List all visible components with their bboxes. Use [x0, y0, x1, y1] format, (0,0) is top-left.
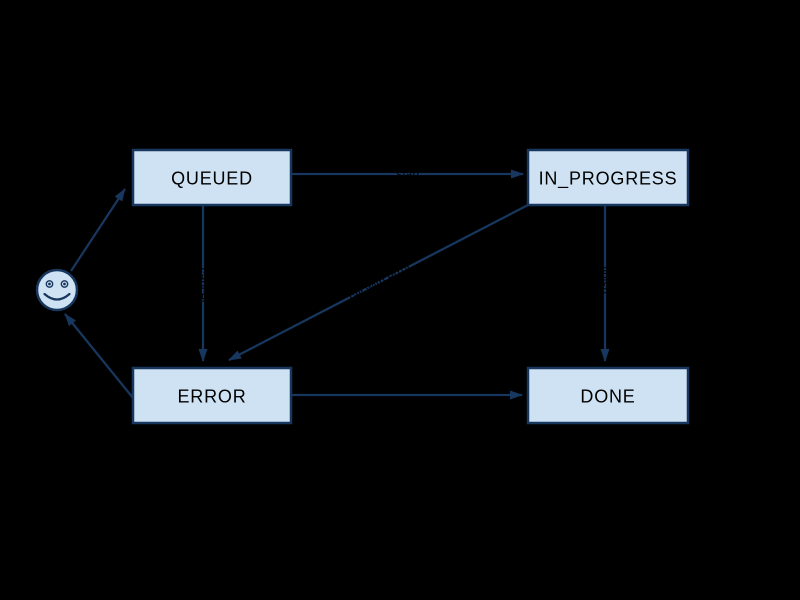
edge-label-queued-to-error: cancel — [196, 268, 210, 303]
state-node-queued: QUEUED — [131, 148, 293, 207]
edge-label-in_progress-to-error: fail with error — [346, 260, 413, 304]
edge-in_progress-to-error — [228, 204, 529, 361]
state-node-label-in_progress: IN_PROGRESS — [539, 169, 678, 190]
state-node-label-queued: QUEUED — [171, 169, 253, 189]
smiley-face-icon — [35, 268, 79, 312]
state-node-box-done — [526, 366, 690, 425]
start-node — [35, 268, 79, 312]
state-node-box-in_progress — [526, 148, 690, 207]
state-node-label-done: DONE — [580, 387, 635, 407]
edge-label-in_progress-to-done: finish — [598, 266, 612, 294]
state-node-label-error: ERROR — [177, 387, 246, 407]
state-node-in_progress: IN_PROGRESS — [526, 148, 690, 207]
smiley-mouth — [43, 292, 71, 301]
edge-start-to-queued — [70, 188, 126, 272]
smiley-pupil-left — [48, 282, 51, 286]
edge-error-to-start — [64, 313, 134, 399]
edge-label-queued-to-in_progress: start — [396, 167, 420, 181]
state-node-box-queued — [131, 148, 293, 207]
state-node-done: DONE — [526, 366, 690, 425]
state-node-error: ERROR — [131, 366, 293, 425]
state-node-box-error — [131, 366, 293, 425]
smiley-pupil-right — [63, 282, 66, 286]
